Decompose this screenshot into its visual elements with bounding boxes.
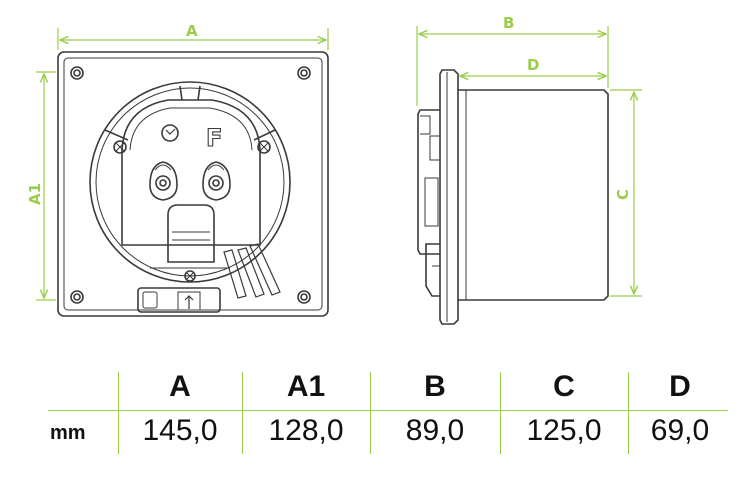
- front-symbol-letter: F: [206, 124, 222, 152]
- technical-drawing: F A A1 B D: [26, 14, 642, 325]
- side-flange: [439, 69, 459, 325]
- value-c: 125,0: [526, 414, 602, 447]
- value-a1: 128,0: [268, 414, 344, 447]
- dimension-label-c: C: [614, 189, 632, 200]
- unit-label: mm: [50, 422, 86, 444]
- column-header-c: C: [553, 370, 575, 403]
- dimension-label-a: A: [186, 22, 198, 40]
- column-header-a1: A1: [286, 370, 326, 403]
- value-b: 89,0: [405, 414, 465, 447]
- front-plate-outer: [57, 51, 329, 317]
- arrow-up-icon: [184, 295, 194, 309]
- corner-screws: [70, 66, 311, 304]
- dimension-label-a1: A1: [26, 183, 44, 205]
- dimension-a1: [36, 71, 56, 301]
- fan-housing-ring: [89, 81, 291, 283]
- cable-entry: [167, 204, 215, 263]
- table-divider: [48, 410, 728, 411]
- terminal-left: [149, 161, 178, 201]
- dimension-table: mm A A1 B C D 145,0 128,0 89,0 125,0 69,…: [0, 362, 750, 462]
- column-header-a: A: [169, 370, 191, 403]
- dimension-label-d: D: [527, 56, 539, 74]
- dimension-label-b: B: [503, 14, 514, 32]
- side-view: [417, 69, 609, 325]
- front-view: [57, 51, 329, 317]
- side-body: [458, 89, 609, 301]
- column-header-d: D: [669, 370, 691, 403]
- timer-symbol-icon: [161, 124, 179, 142]
- terminal-right: [202, 161, 231, 201]
- motor-body: [121, 99, 261, 246]
- value-a: 145,0: [142, 414, 218, 447]
- value-d: 69,0: [650, 414, 710, 447]
- dimension-b: [416, 26, 609, 106]
- bottom-slider: [137, 287, 221, 313]
- column-header-b: B: [424, 370, 446, 403]
- dimension-a: [57, 28, 329, 50]
- dimension-c: [610, 89, 642, 297]
